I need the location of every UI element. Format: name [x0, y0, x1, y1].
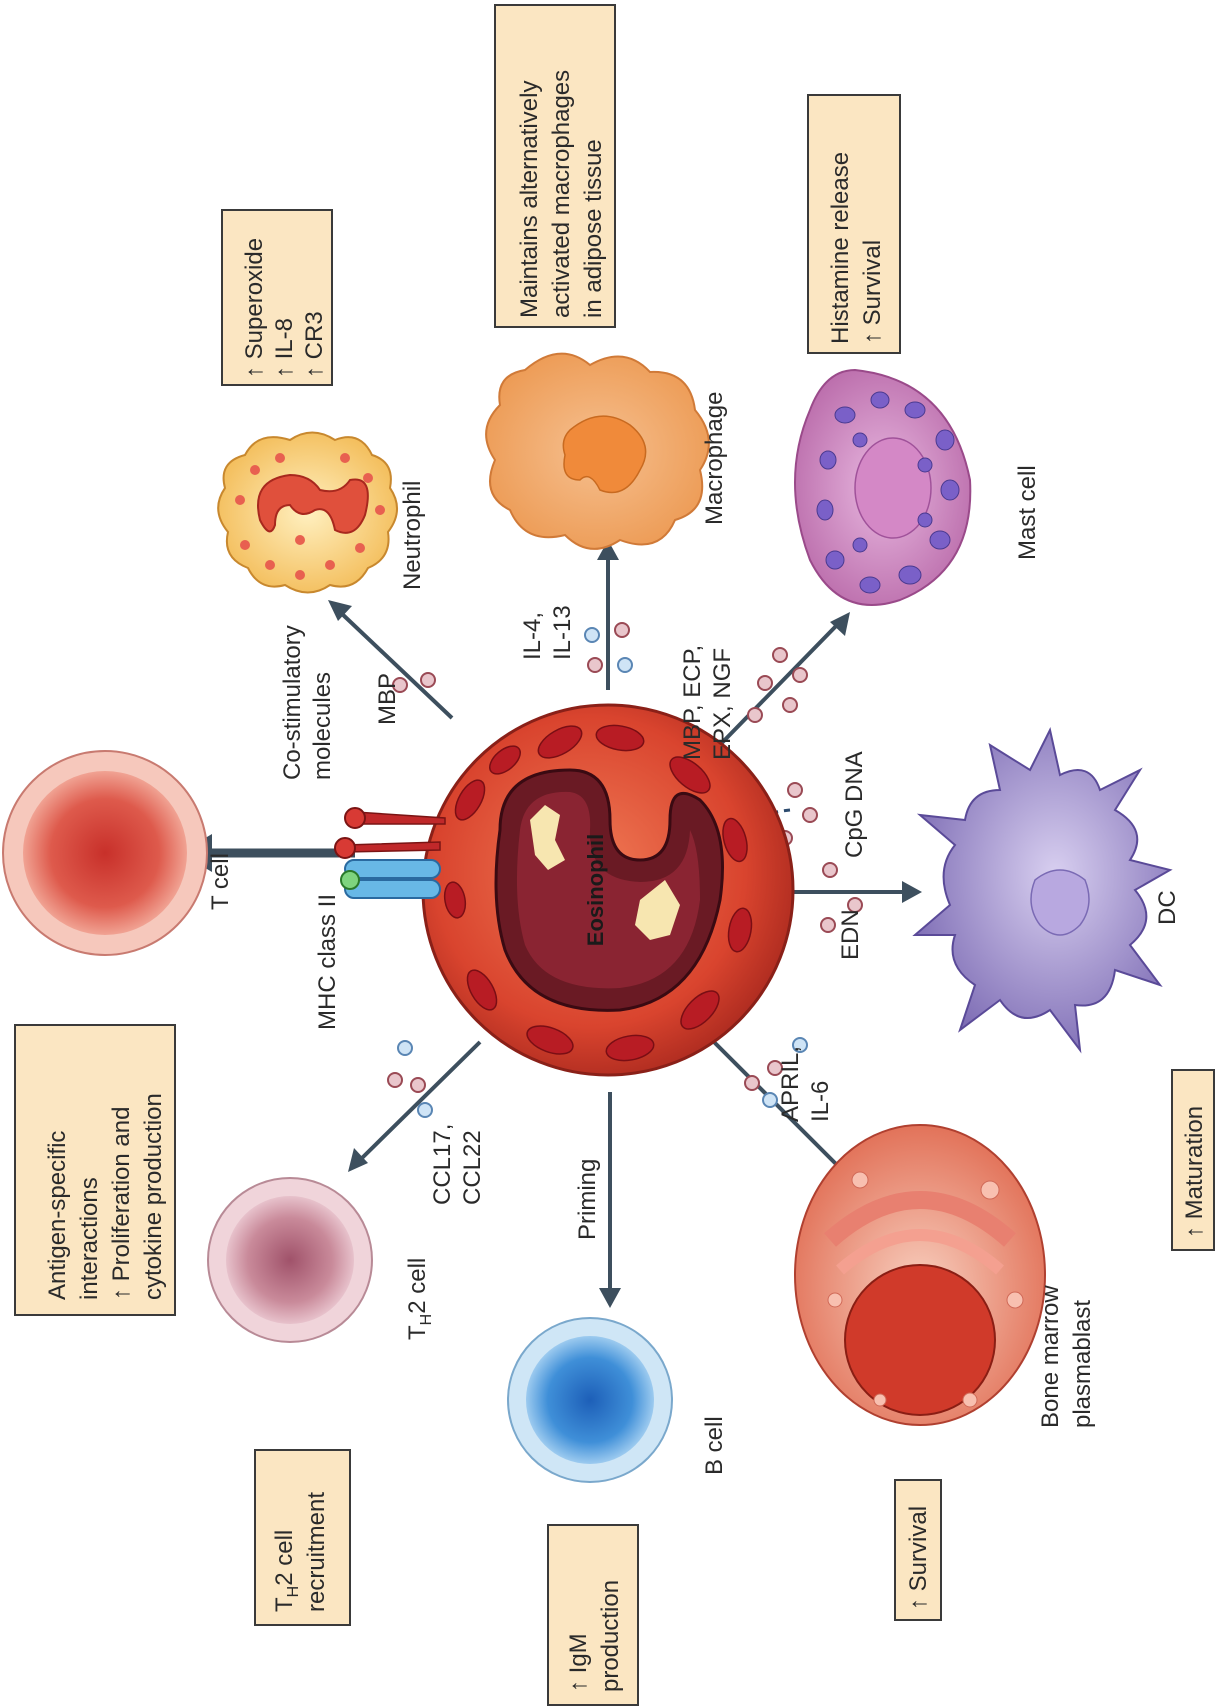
il4-il13-label: IL-4, IL-13	[519, 605, 576, 660]
il13-line: IL-13	[549, 605, 576, 660]
neutrophil-effect-line-2: ↑ IL-8	[271, 318, 298, 378]
mhc-class-ii-molecule	[341, 860, 440, 898]
dc-effect-line-1: ↑ Maturation	[1181, 1106, 1208, 1238]
mast-mediators-line-2: EPX, NGF	[709, 648, 736, 760]
t-cell-effect-box: Antigen-specific interactions ↑ Prolifer…	[15, 1025, 175, 1315]
b-cell	[508, 1318, 672, 1482]
arrowhead-dc	[902, 881, 922, 903]
macrophage-effect-box: Maintains alternatively activated macrop…	[495, 5, 615, 327]
mast-cell-effect-line-2: ↑ Survival	[859, 240, 886, 344]
th2-effect-box: TH2 cell recruitment	[255, 1450, 350, 1625]
ccl17-line: CCL17,	[429, 1124, 456, 1205]
t-cell-effect-line-4: cytokine production	[140, 1093, 167, 1300]
arrowhead-mast-cell	[830, 612, 850, 636]
mast-cell-name: Mast cell	[1014, 465, 1041, 560]
eosinophil-label: Eosinophil	[583, 834, 608, 946]
b-cell-effect-box: ↑ IgM production	[548, 1525, 638, 1705]
th2-cell-name: TH2 cell	[404, 1258, 435, 1340]
t-cell	[3, 751, 207, 955]
macrophage-name: Macrophage	[701, 392, 728, 525]
mhc-class-ii-label: MHC class II	[314, 894, 341, 1030]
dc-effect-box: ↑ Maturation	[1172, 1070, 1214, 1250]
ccl22-line: CCL22	[459, 1130, 486, 1205]
th2-cell	[208, 1178, 372, 1342]
edn-label: EDN	[837, 909, 864, 960]
neutrophil-name: Neutrophil	[399, 481, 426, 590]
t-cell-name: T cell	[207, 853, 234, 910]
b-cell-name: B cell	[701, 1416, 728, 1475]
cpg-dna-label: CpG DNA	[841, 751, 868, 858]
th2-effect-line-2: recruitment	[303, 1492, 330, 1612]
macrophage-effect-line-3: in adipose tissue	[580, 139, 607, 318]
co-stimulatory-line-2: molecules	[309, 672, 336, 780]
eosinophil-cell: Eosinophil	[423, 705, 793, 1075]
plasmablast-effect-box: ↑ Survival	[895, 1480, 941, 1620]
co-stimulatory-molecules	[335, 808, 445, 858]
macrophage	[486, 354, 709, 549]
il6-line: IL-6	[807, 1081, 834, 1122]
arrowhead-th2-cell	[348, 1148, 368, 1172]
mast-mediators-line-1: MBP, ECP,	[679, 645, 706, 760]
mast-cell	[795, 370, 970, 605]
macrophage-effect-line-1: Maintains alternatively	[516, 81, 543, 318]
plasmablast-name: Bone marrow plasmablast	[1037, 1279, 1096, 1428]
bone-marrow-plasmablast	[795, 1125, 1045, 1425]
mbp-label: MBP	[374, 673, 401, 725]
mast-cell-effect-box: Histamine release ↑ Survival	[808, 95, 900, 353]
dendritic-cell	[915, 730, 1170, 1050]
neutrophil-effect-line-1: ↑ Superoxide	[241, 238, 268, 378]
priming-label: Priming	[574, 1159, 601, 1240]
th2-effect-line-1: TH2 cell	[271, 1530, 302, 1612]
macrophage-effect-line-2: activated macrophages	[548, 70, 575, 318]
t-cell-effect-line-1: Antigen-specific	[44, 1131, 71, 1300]
co-stimulatory-label: Co-stimulatory molecules	[279, 619, 336, 780]
april-line: APRIL,	[777, 1046, 804, 1122]
plasmablast-name-line-2: plasmablast	[1069, 1300, 1096, 1428]
t-cell-effect-line-3: ↑ Proliferation and	[108, 1107, 135, 1300]
neutrophil	[218, 433, 397, 593]
t-cell-effect-line-2: interactions	[76, 1177, 103, 1300]
co-stimulatory-line-1: Co-stimulatory	[279, 625, 306, 780]
plasmablast-effect-line-1: ↑ Survival	[905, 1506, 932, 1610]
b-cell-effect-line-1: ↑ IgM	[565, 1633, 592, 1692]
dc-name: DC	[1154, 890, 1181, 925]
svg-text:↑ Maturation: ↑ Maturation	[1181, 1106, 1208, 1238]
neutrophil-effect-line-3: ↑ CR3	[301, 311, 328, 378]
april-il6-label: APRIL, IL-6	[777, 1039, 834, 1122]
svg-text:↑ Survival: ↑ Survival	[905, 1506, 932, 1610]
neutrophil-effect-box: ↑ Superoxide ↑ IL-8 ↑ CR3	[222, 210, 332, 385]
ccl-label: CCL17, CCL22	[429, 1117, 486, 1205]
mast-cell-effect-line-1: Histamine release	[827, 152, 854, 344]
plasmablast-name-line-1: Bone marrow	[1037, 1285, 1064, 1428]
arrowhead-b-cell	[599, 1288, 621, 1308]
b-cell-effect-line-2: production	[597, 1580, 624, 1692]
il4-line: IL-4,	[519, 612, 546, 660]
